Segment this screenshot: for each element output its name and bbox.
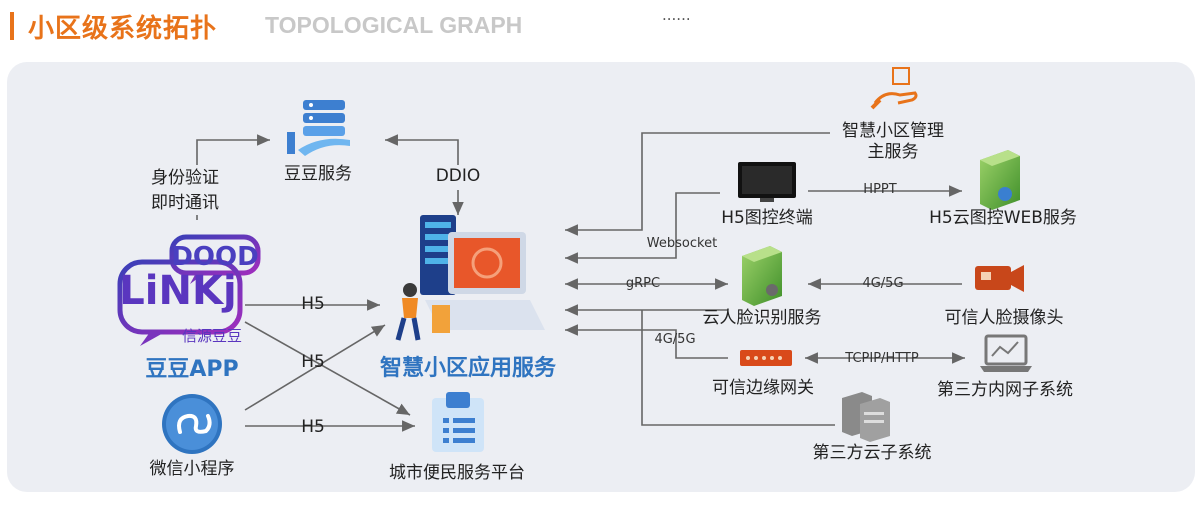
management-service-icon <box>870 67 918 110</box>
edge-third-cloud <box>641 310 835 426</box>
edge-gateway-label: 可信边缘网关 <box>712 378 814 398</box>
page-subtitle: TOPOLOGICAL GRAPH <box>265 12 523 38</box>
edge-label-h5-app-core: H5 <box>301 294 325 314</box>
edge-label-websocket: Websocket <box>646 236 718 251</box>
im-label: 即时通讯 <box>151 193 219 213</box>
logo-main-text: LiNKj <box>119 268 237 314</box>
doudou-app-label: 豆豆APP <box>145 357 239 382</box>
third-internal-laptop-icon <box>980 334 1032 372</box>
identity-label: 身份验证 <box>151 168 219 188</box>
logo-top-text: DOOD <box>171 242 259 272</box>
edge-gateway-icon <box>740 350 792 366</box>
page-title: 小区级系统拓扑 <box>28 14 218 44</box>
edge-label-h5-mini-city: H5 <box>301 417 325 437</box>
h5-web-label: H5云图控WEB服务 <box>929 208 1077 228</box>
face-service-label: 云人脸识别服务 <box>702 308 822 328</box>
edge-label-grpc: gRPC <box>625 276 661 291</box>
connections <box>196 132 965 432</box>
header: 小区级系统拓扑 TOPOLOGICAL GRAPH ...... <box>0 0 1204 52</box>
mini-program-label: 微信小程序 <box>149 459 235 479</box>
edge-label-hppt: HPPT <box>863 182 897 197</box>
third-cloud-label: 第三方云子系统 <box>812 443 932 463</box>
doudou-service-label: 豆豆服务 <box>284 164 352 184</box>
mgmt-service-label-2: 主服务 <box>867 142 919 162</box>
third-cloud-server-icon <box>842 392 890 442</box>
edge-label-4g5g-gateway: 4G/5G <box>654 332 696 347</box>
title-accent-bar <box>10 12 14 40</box>
header-ellipsis: ...... <box>662 6 691 24</box>
edge-gateway-core <box>565 324 728 359</box>
city-platform-label: 城市便民服务平台 <box>389 463 525 483</box>
edge-websocket <box>565 192 720 264</box>
edge-mgmt-core <box>565 132 830 236</box>
mgmt-service-label-1: 智慧小区管理 <box>842 121 944 141</box>
edge-label-tcpip: TCPIP/HTTP <box>845 351 919 366</box>
edge-label-4g5g-camera: 4G/5G <box>862 276 904 291</box>
face-service-server-icon <box>742 246 782 306</box>
doodlink-logo-icon <box>117 234 261 346</box>
mini-program-icon <box>162 394 222 454</box>
edge-app-city <box>244 321 411 416</box>
city-platform-icon <box>432 392 484 452</box>
core-service-label: 智慧小区应用服务 <box>379 356 557 381</box>
face-camera-icon <box>975 265 1024 292</box>
face-camera-label: 可信人脸摄像头 <box>944 308 1064 328</box>
edge-label-h5-mini-core: H5 <box>301 352 325 372</box>
ddio-label: DDIO <box>435 166 481 186</box>
core-service-illustration <box>395 215 545 341</box>
edge-mini-core <box>244 324 386 411</box>
third-internal-label: 第三方内网子系统 <box>937 380 1073 400</box>
h5-terminal-label: H5图控终端 <box>721 208 813 228</box>
h5-web-server-icon <box>980 150 1020 210</box>
logo-sub-text: 信源豆豆 <box>181 327 243 345</box>
edge-ddio-to-doudou-service <box>385 134 459 165</box>
h5-terminal-icon <box>738 162 796 202</box>
edge-identity-to-doudou-service <box>196 134 270 165</box>
doudou-service-icon <box>287 100 350 156</box>
